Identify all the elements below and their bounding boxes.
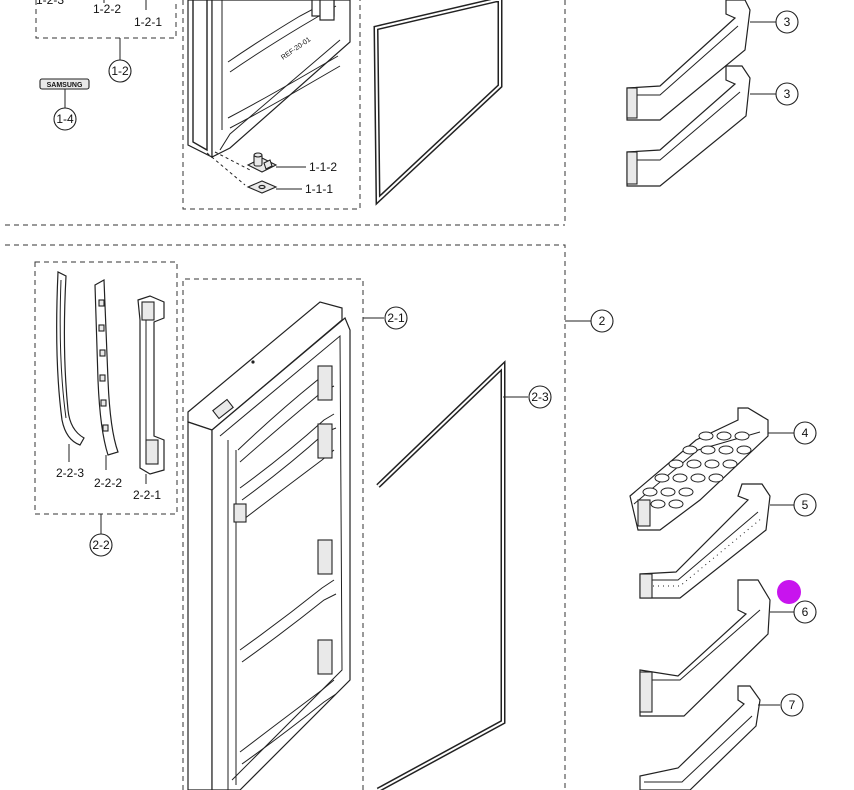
callout-3-lower: 3 [775,82,799,106]
door-bin-6 [639,579,771,717]
group-box-1-2 [35,0,177,39]
svg-text:1-2: 1-2 [111,64,129,78]
callout-1-4: 1-4 [53,107,77,131]
callout-6: 6 [793,600,817,624]
callout-2-2: 2-2 [89,533,113,557]
svg-text:5: 5 [802,498,809,512]
callout-2-1: 2-1 [384,306,408,330]
callout-4: 4 [793,421,817,445]
label-2-2-2: 2-2-2 [94,476,122,490]
label-1-1-2: 1-1-2 [309,160,337,174]
section-frame-bottom [5,244,566,790]
hinge-pin-part [246,152,278,173]
group-box-1-1 [182,0,361,210]
label-2-2-3: 2-2-3 [56,466,84,480]
upper-gasket-part [373,0,503,206]
svg-text:2: 2 [599,314,606,328]
label-1-2-1: 1-2-1 [134,15,162,29]
door-bin-3-lower [626,65,751,187]
label-1-1-1: 1-1-1 [305,182,333,196]
label-2-2-1: 2-2-1 [133,488,161,502]
group-box-2-1 [182,278,364,790]
marker-dot [777,580,801,604]
handle-trim-part [94,279,119,456]
svg-text:6: 6 [802,605,809,619]
logo-badge-part: SAMSUNG [39,78,90,90]
svg-text:2-2: 2-2 [92,538,110,552]
lower-gasket-part [376,360,506,790]
callout-7: 7 [780,693,804,717]
door-bin-3-upper [626,0,751,121]
svg-text:3: 3 [784,15,791,29]
svg-text:2-3: 2-3 [531,390,549,404]
callout-2-3: 2-3 [528,385,552,409]
door-handle-part [137,295,165,475]
callout-3-upper: 3 [775,10,799,34]
svg-text:3: 3 [784,87,791,101]
label-1-2-2: 1-2-2 [93,2,121,16]
callout-5: 5 [793,493,817,517]
egg-tray-part [629,407,769,531]
svg-text:2-1: 2-1 [387,311,405,325]
door-bin-5 [639,483,771,599]
group-box-2-2 [34,261,178,515]
door-bin-7 [639,685,761,790]
callout-1-2: 1-2 [108,59,132,83]
svg-text:1-4: 1-4 [56,112,74,126]
handle-cover-part [56,271,85,446]
hinge-guide-line [206,152,246,186]
logo-badge-text: SAMSUNG [47,82,83,89]
upper-door-part: REF-20-01 [187,0,351,158]
lower-door-part [187,301,351,790]
svg-text:7: 7 [789,698,796,712]
callout-2: 2 [590,309,614,333]
svg-text:4: 4 [802,426,809,440]
label-1-2-3: 1-2-3 [36,0,64,7]
hinge-washer-part [246,180,278,194]
hinge-guide-line-2 [214,151,251,171]
